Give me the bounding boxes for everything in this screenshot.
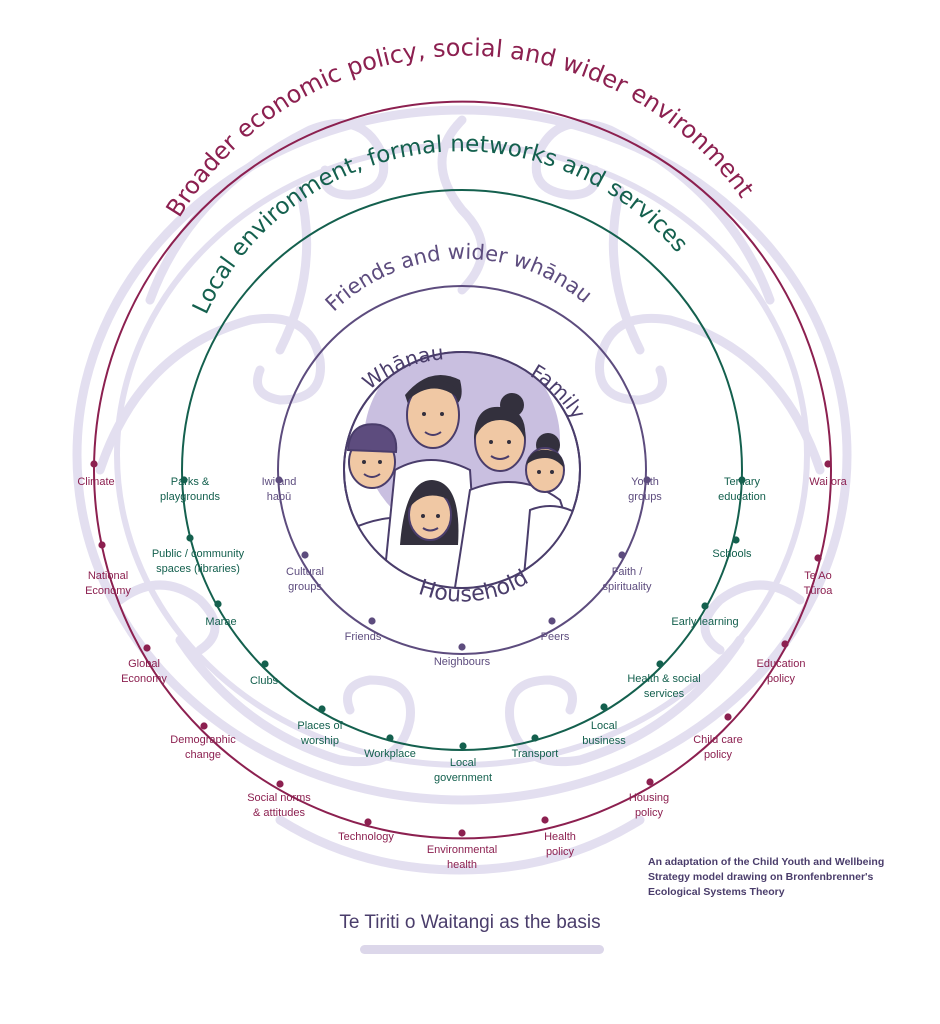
middle-ring-marker-workplace: [386, 734, 394, 742]
inner-ring-marker-peers: [548, 617, 556, 625]
inner-ring-title: Friends and wider whānau: [321, 240, 597, 316]
outer-ring-marker-technology: [364, 818, 372, 826]
outer-ring-label-climate: Climate: [77, 476, 114, 488]
outer-ring-marker-child-care-policy: [724, 713, 732, 721]
outer-ring-marker-climate: [90, 460, 98, 468]
middle-ring-label-workplace: Workplace: [364, 748, 416, 760]
middle-ring-marker-local-business: [600, 703, 608, 711]
middle-ring-label-schools: Schools: [712, 548, 752, 560]
middle-ring-label-transport: Transport: [512, 748, 559, 760]
model-credit: An adaptation of the Child Youth and Wel…: [648, 856, 885, 898]
middle-ring-marker-public-community-spaces-libraries: [186, 534, 194, 542]
middle-ring-label-clubs: Clubs: [250, 675, 279, 687]
inner-ring-label-peers: Peers: [541, 631, 570, 643]
inner-ring: [277, 285, 648, 655]
outer-ring-marker-social-norms-attitudes: [276, 780, 284, 788]
middle-ring: [181, 189, 744, 751]
inner-ring-marker-cultural-groups: [301, 551, 309, 559]
inner-ring-marker-neighbours: [458, 643, 466, 651]
middle-ring-label-marae: Marae: [205, 616, 236, 628]
outer-ring-marker-housing-policy: [646, 778, 654, 786]
middle-ring-marker-clubs: [261, 660, 269, 668]
outer-ring-marker-national-economy: [98, 541, 106, 549]
outer-ring-marker-te-ao-turoa: [814, 554, 822, 562]
middle-ring-marker-marae: [214, 600, 222, 608]
middle-ring-label-parks-playgrounds: Parks &playgrounds: [160, 476, 220, 503]
outer-ring-marker-environmental-health: [458, 829, 466, 837]
inner-ring-marker-friends: [368, 617, 376, 625]
middle-ring-marker-parks-playgrounds: [180, 476, 188, 484]
footer-underline: [360, 945, 604, 954]
outer-ring-marker-global-economy: [143, 644, 151, 652]
inner-ring-marker-youth-groups: [643, 476, 651, 484]
outer-ring-marker-wai-ora: [824, 460, 832, 468]
outer-ring-label-social-norms-attitudes: Social norms& attitudes: [247, 792, 311, 819]
rings: [93, 100, 833, 840]
outer-ring-label-wai-ora: Wai ora: [809, 476, 847, 488]
outer-ring-marker-education-policy: [781, 640, 789, 648]
inner-ring-label-friends: Friends: [345, 631, 382, 643]
outer-ring-marker-health-policy: [541, 816, 549, 824]
middle-ring-marker-early-learning: [701, 602, 709, 610]
koru-watermark: [72, 105, 852, 875]
footer-caption: Te Tiriti o Waitangi as the basis: [339, 912, 601, 933]
inner-ring-label-neighbours: Neighbours: [434, 656, 491, 668]
middle-ring-marker-health-social-services: [656, 660, 664, 668]
inner-ring-label-faith-spirituality: Faith /spirituality: [603, 566, 652, 593]
outer-ring-label-technology: Technology: [338, 831, 394, 843]
middle-ring-label-early-learning: Early learning: [671, 616, 738, 628]
middle-ring-marker-transport: [531, 734, 539, 742]
middle-ring-marker-tertiary-education: [738, 476, 746, 484]
outer-ring: [93, 100, 833, 840]
middle-ring-marker-local-government: [459, 742, 467, 750]
outer-ring-marker-demographic-change: [200, 722, 208, 730]
middle-ring-marker-schools: [732, 536, 740, 544]
middle-ring-marker-places-of-worship: [318, 705, 326, 713]
inner-ring-marker-faith-spirituality: [618, 551, 626, 559]
inner-ring-marker-iwi-and-hapu: [275, 476, 283, 484]
